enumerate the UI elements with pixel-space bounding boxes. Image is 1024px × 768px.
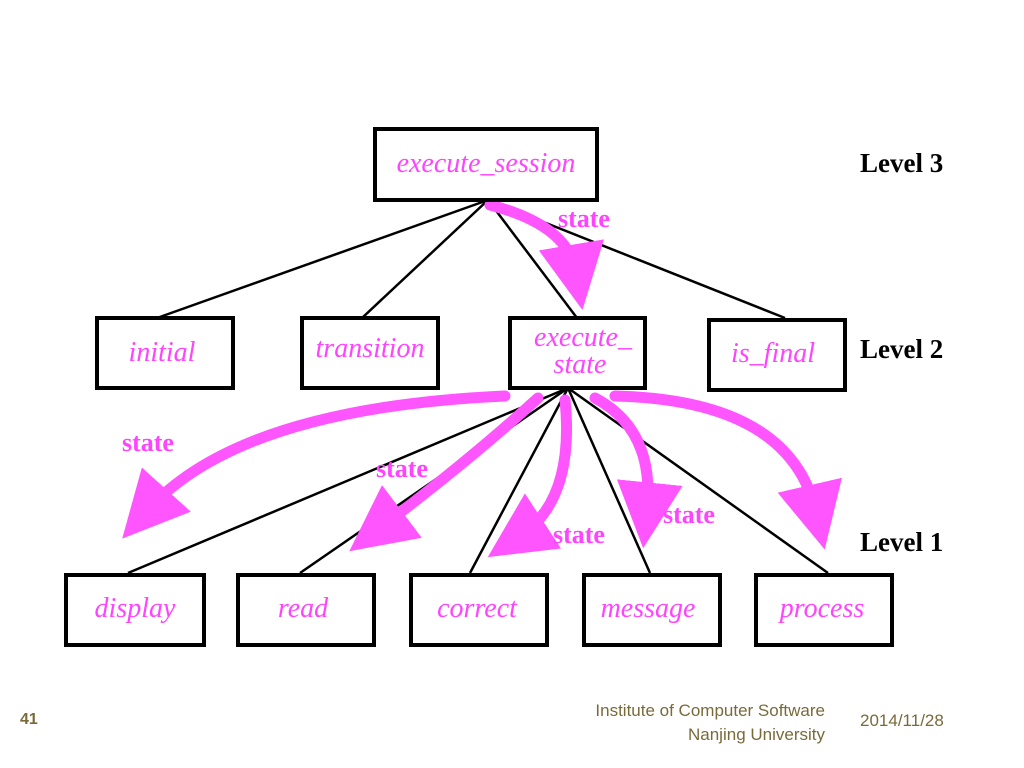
page-number: 41 — [20, 711, 38, 728]
institute-line: Institute of Computer Software — [595, 701, 825, 720]
node-is-final: is_final — [707, 318, 847, 392]
node-label: execute_ — [534, 322, 633, 353]
connector-line — [468, 387, 570, 574]
state-arrow — [122, 390, 511, 539]
node-label: initial — [129, 337, 196, 368]
node-label: state — [554, 349, 607, 380]
institute-name: Institute of Computer Software Nanjing U… — [595, 699, 825, 747]
node-read: read — [236, 573, 376, 647]
state-label: state — [553, 520, 605, 549]
node-transition: transition — [300, 316, 440, 390]
level-3-label: Level 3 — [860, 148, 943, 178]
node-label: process — [778, 593, 865, 624]
node-label: read — [278, 593, 329, 624]
node-label: is_final — [731, 338, 815, 369]
university-line: Nanjing University — [688, 725, 825, 744]
state-label: state — [558, 204, 610, 233]
node-label: display — [95, 593, 176, 624]
state-label: state — [122, 428, 174, 457]
state-arrow — [589, 392, 683, 549]
node-message: message — [582, 573, 722, 647]
state-arrow — [487, 394, 573, 558]
slide-date: 2014/11/28 — [860, 711, 944, 730]
node-label: transition — [316, 333, 425, 364]
state-arrow — [609, 390, 842, 550]
state-label: state — [663, 500, 715, 529]
state-label: state — [376, 454, 428, 483]
connector-line — [361, 199, 489, 319]
node-process: process — [754, 573, 894, 647]
connector-line — [156, 198, 489, 320]
level-1-label: Level 1 — [860, 527, 943, 557]
state-arrow — [349, 392, 544, 552]
connector-line — [567, 386, 829, 575]
node-initial: initial — [95, 316, 235, 390]
node-label: execute_session — [397, 148, 576, 179]
node-label: message — [601, 593, 696, 624]
level-2-label: Level 2 — [860, 334, 943, 364]
state-arrow — [484, 199, 604, 310]
state-flow-arrows — [122, 199, 842, 558]
node-execute-session: execute_session — [373, 127, 599, 202]
node-correct: correct — [409, 573, 549, 647]
node-display: display — [64, 573, 206, 647]
node-execute-state: execute_ state — [508, 316, 647, 390]
node-label: correct — [437, 593, 518, 624]
connector-line — [127, 386, 569, 575]
